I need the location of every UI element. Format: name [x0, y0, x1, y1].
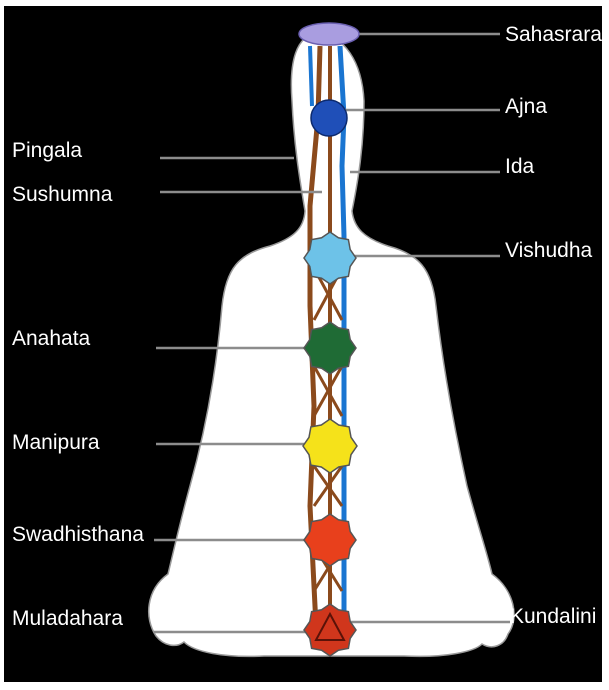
chakra-ajna	[311, 100, 347, 136]
label-sahasrara: Sahasrara	[505, 24, 602, 45]
label-muladahara: Muladahara	[12, 608, 123, 629]
label-swadhisthana: Swadhisthana	[12, 524, 144, 545]
chakra-manipura	[303, 419, 357, 473]
label-manipura: Manipura	[12, 432, 100, 453]
chakra-swadhisthana	[304, 514, 356, 566]
chakra-anahata	[304, 322, 356, 374]
chakra-vishudha	[304, 232, 356, 284]
label-ida: Ida	[505, 156, 534, 177]
chakra-sahasrara	[299, 23, 359, 45]
chakra-muladahara	[304, 604, 356, 656]
label-ajna: Ajna	[505, 96, 547, 117]
label-anahata: Anahata	[12, 328, 90, 349]
label-pingala: Pingala	[12, 140, 82, 161]
label-kundalini: Kundalini	[510, 606, 596, 627]
label-sushumna: Sushumna	[12, 184, 112, 205]
ida-channel-left	[310, 46, 312, 106]
diagram-frame: Sahasrara Ajna Pingala Ida Sushumna Vish…	[4, 6, 602, 682]
label-vishudha: Vishudha	[505, 240, 592, 261]
